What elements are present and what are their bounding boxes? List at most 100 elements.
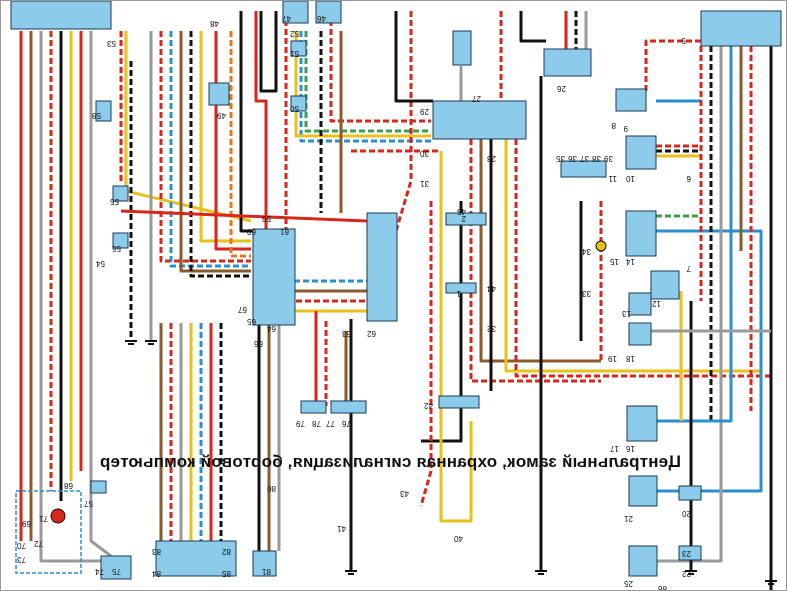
- component-number-label: 49: [217, 111, 226, 120]
- component-number-label: 35: [556, 154, 565, 163]
- component-number-label: 44: [487, 284, 496, 293]
- component-number-label: 60: [247, 227, 256, 236]
- component-number-label: 77: [326, 419, 335, 428]
- component-block: [208, 82, 230, 106]
- wire-black: [239, 11, 253, 233]
- wire-green: [304, 31, 431, 133]
- component-number-label: 15: [610, 257, 619, 266]
- component-number-label: 86: [658, 584, 667, 591]
- component-block: [452, 30, 472, 66]
- component-block: [112, 232, 129, 249]
- wire-yellow: [504, 139, 761, 373]
- component-block: [628, 475, 658, 507]
- component-number-label: 74: [95, 567, 104, 576]
- component-number-label: 62: [367, 329, 376, 338]
- component-number-label: 82: [222, 547, 231, 556]
- diagram-title: Центральный замок, охранная сигнализация…: [99, 452, 681, 471]
- component-number-label: 61: [280, 227, 289, 236]
- component-number-label: 31: [420, 179, 429, 188]
- component-number-label: 76: [342, 419, 351, 428]
- component-block: [700, 10, 782, 47]
- component-number-label: 10: [626, 174, 635, 183]
- component-number-label: 85: [222, 569, 231, 578]
- component-block: [432, 100, 527, 140]
- component-number-label: 47: [282, 14, 291, 23]
- component-number-label: 18: [626, 354, 635, 363]
- component-number-label: 38: [592, 154, 601, 163]
- component-number-label: 11: [608, 174, 617, 183]
- component-number-label: 7: [686, 264, 691, 273]
- component-number-label: 73: [17, 555, 26, 564]
- component-number-label: 1: [456, 289, 461, 298]
- component-block: [650, 270, 680, 300]
- component-number-label: 19: [608, 354, 617, 363]
- component-number-label: 54: [96, 259, 105, 268]
- component-block: [95, 100, 112, 122]
- component-block: [10, 1, 112, 30]
- component-number-label: 66: [254, 339, 263, 348]
- component-number-label: 30: [420, 149, 429, 158]
- component-block: [300, 400, 327, 414]
- component-number-label: 26: [557, 84, 566, 93]
- wire-black: [259, 11, 278, 93]
- component-number-label: 64: [267, 324, 276, 333]
- component-number-label: 12: [652, 299, 661, 308]
- component-block: [252, 550, 277, 577]
- component-number-label: 50: [290, 104, 299, 113]
- wire-red: [514, 139, 771, 378]
- wire-red: [254, 11, 268, 229]
- component-block: [290, 40, 307, 57]
- component-block: [90, 480, 107, 494]
- motor-icon: [50, 508, 66, 524]
- component-number-label: 33: [582, 289, 591, 298]
- component-number-label: 69: [22, 519, 31, 528]
- wire-red: [159, 31, 251, 263]
- component-number-label: 13: [622, 309, 631, 318]
- component-number-label: 83: [152, 547, 161, 556]
- component-number-label: 17: [610, 444, 619, 453]
- component-number-label: 5: [681, 36, 686, 45]
- component-block: [445, 282, 477, 294]
- component-block: [315, 1, 342, 24]
- wire-yellow: [199, 31, 251, 243]
- component-number-label: 84: [152, 569, 161, 578]
- component-number-label: 36: [568, 154, 577, 163]
- component-block: [252, 228, 296, 326]
- component-block: [678, 545, 702, 561]
- component-number-label: 20: [682, 509, 691, 518]
- component-block: [628, 322, 652, 346]
- component-block: [678, 485, 702, 501]
- wire-orange: [229, 31, 251, 258]
- component-number-label: 28: [487, 154, 496, 163]
- component-number-label: 56: [112, 244, 121, 253]
- component-number-label: 39: [604, 154, 613, 163]
- wire-blue: [169, 31, 251, 268]
- switch-housing: [15, 490, 82, 574]
- component-number-label: 2: [461, 214, 466, 223]
- lamp-icon: [595, 240, 607, 252]
- wire-black: [394, 11, 433, 103]
- component-number-label: 71: [39, 514, 48, 523]
- component-number-label: 51: [290, 49, 299, 58]
- component-number-label: 68: [64, 481, 73, 490]
- component-number-label: 48: [210, 19, 219, 28]
- component-block: [112, 185, 129, 202]
- wire-red: [644, 39, 701, 91]
- component-block: [625, 210, 657, 257]
- component-number-label: 75: [112, 567, 121, 576]
- component-number-label: 57: [84, 499, 93, 508]
- component-number-label: 16: [626, 444, 635, 453]
- component-number-label: 58: [92, 111, 101, 120]
- component-block: [615, 88, 647, 112]
- wire-black: [421, 201, 463, 443]
- component-number-label: 8: [611, 121, 616, 130]
- component-number-label: 67: [238, 305, 247, 314]
- component-number-label: 41: [337, 524, 346, 533]
- component-number-label: 52: [290, 29, 299, 38]
- component-number-label: 79: [296, 419, 305, 428]
- component-number-label: 9: [623, 124, 628, 133]
- component-number-label: 59: [262, 214, 271, 223]
- wire-blue: [299, 31, 431, 143]
